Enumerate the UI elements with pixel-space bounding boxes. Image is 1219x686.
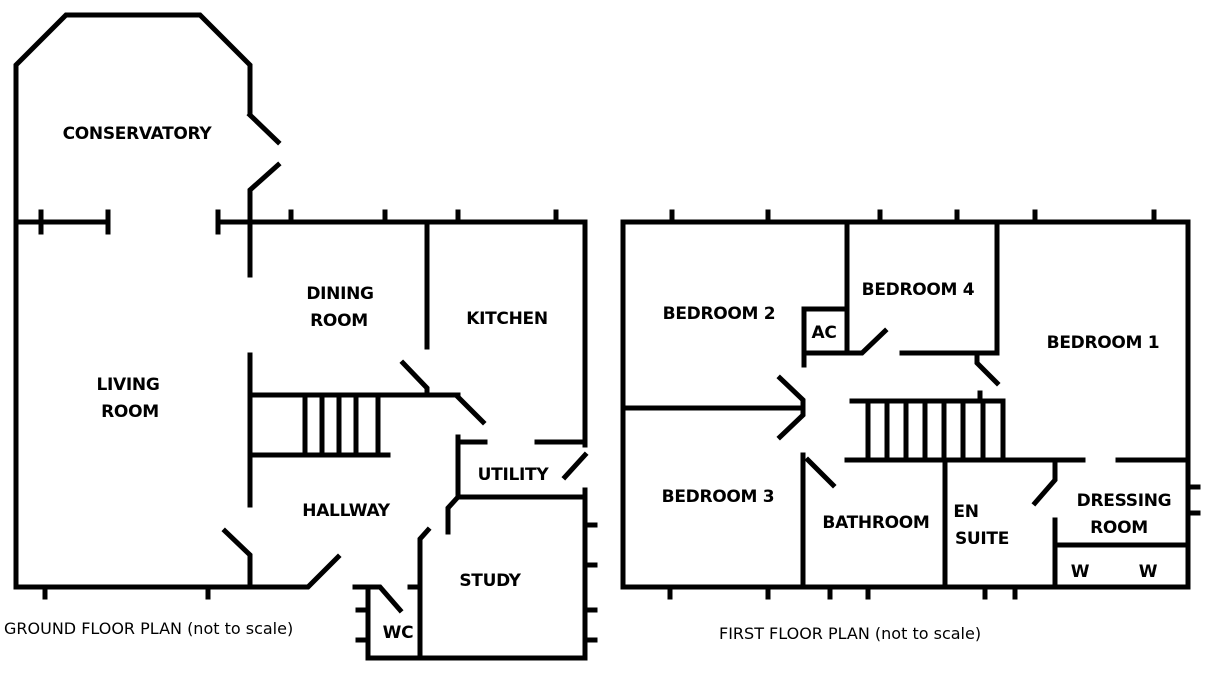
room-label-bathroom: BATHROOM bbox=[822, 513, 929, 533]
room-label-dining-2: ROOM bbox=[310, 311, 368, 331]
wall-segment bbox=[454, 393, 487, 426]
wall-segment bbox=[620, 219, 1191, 590]
room-label-study: STUDY bbox=[459, 571, 521, 591]
wall-segment bbox=[1031, 457, 1058, 507]
ground-floor-labels: CONSERVATORY LIVING ROOM DINING ROOM KIT… bbox=[4, 124, 550, 643]
ground-floor-caption: GROUND FLOOR PLAN (not to scale) bbox=[4, 619, 293, 638]
room-label-utility: UTILITY bbox=[478, 465, 550, 485]
room-label-en-suite-1: EN bbox=[953, 502, 978, 522]
wall-segment bbox=[13, 553, 342, 590]
wall-segment bbox=[215, 219, 588, 448]
wall-segment bbox=[899, 219, 1000, 356]
wall-segment bbox=[13, 12, 253, 590]
room-label-bedroom-3: BEDROOM 3 bbox=[662, 487, 775, 507]
room-label-ac: AC bbox=[811, 323, 836, 343]
wardrobe-label-1: W bbox=[1071, 562, 1090, 582]
first-floor-labels: BEDROOM 2 BEDROOM 4 AC BEDROOM 1 BEDROOM… bbox=[662, 280, 1172, 643]
room-label-conservatory: CONSERVATORY bbox=[63, 124, 213, 144]
room-label-living-1: LIVING bbox=[96, 375, 159, 395]
wall-segment bbox=[352, 487, 588, 661]
wall-segment bbox=[221, 527, 253, 590]
first-floor-caption: FIRST FLOOR PLAN (not to scale) bbox=[719, 624, 981, 643]
room-label-en-suite-2: SUITE bbox=[955, 529, 1009, 549]
wall-segment bbox=[801, 306, 850, 368]
wall-segment bbox=[804, 456, 837, 489]
wall-segment bbox=[776, 374, 806, 441]
wall-segment bbox=[445, 493, 462, 535]
room-label-hallway: HALLWAY bbox=[302, 501, 390, 521]
first-floor-walls bbox=[620, 209, 1201, 600]
room-label-dining-1: DINING bbox=[306, 284, 373, 304]
room-label-bedroom-4: BEDROOM 4 bbox=[862, 280, 975, 300]
wall-segment bbox=[247, 161, 282, 225]
wall-segment bbox=[561, 451, 589, 481]
room-label-kitchen: KITCHEN bbox=[466, 309, 548, 329]
room-label-wc: WC bbox=[383, 623, 414, 643]
wall-segment bbox=[417, 526, 432, 661]
wall-segment bbox=[365, 584, 404, 614]
wall-segment bbox=[399, 359, 430, 398]
room-label-bedroom-1: BEDROOM 1 bbox=[1047, 333, 1160, 353]
room-label-bedroom-2: BEDROOM 2 bbox=[663, 304, 776, 324]
room-label-dressing-1: DRESSING bbox=[1077, 491, 1172, 511]
room-label-dressing-2: ROOM bbox=[1090, 518, 1148, 538]
room-label-living-2: ROOM bbox=[101, 402, 159, 422]
wardrobe-label-2: W bbox=[1139, 562, 1158, 582]
wall-segment bbox=[974, 350, 1001, 387]
wall-segment bbox=[801, 327, 889, 356]
ground-floor-walls bbox=[13, 12, 598, 661]
wall-segment bbox=[246, 111, 282, 146]
